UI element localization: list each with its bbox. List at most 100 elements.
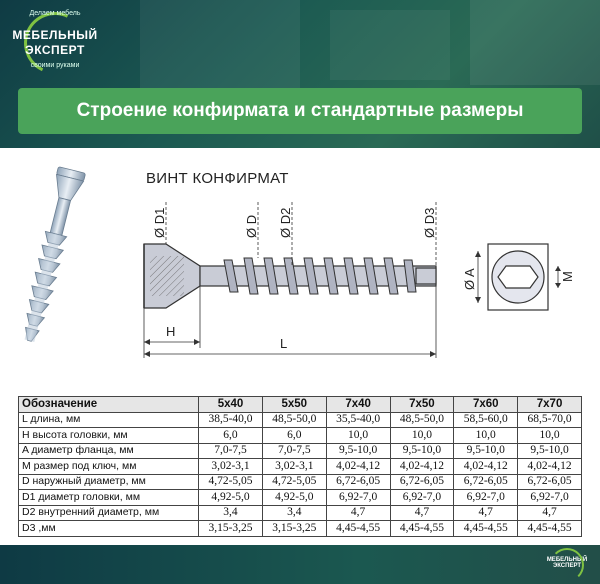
label-l: L xyxy=(280,336,287,351)
table-cell: 58,5-60,0 xyxy=(453,411,519,428)
table-cell: 6,72-6,05 xyxy=(453,473,519,490)
table-cell: 9,5-10,0 xyxy=(325,442,391,459)
leaf-icon xyxy=(550,548,584,582)
table-cell: 7,0-7,5 xyxy=(261,442,327,459)
table-cell: 48,5-50,0 xyxy=(389,411,455,428)
table-cell: 4,92-5,0 xyxy=(198,489,263,506)
label-d2: Ø D2 xyxy=(278,208,293,238)
label-h: H xyxy=(166,324,175,339)
table-cell: 35,5-40,0 xyxy=(325,411,391,428)
drawing-title: ВИНТ КОНФИРМАТ xyxy=(146,170,289,187)
table-cell: 4,72-5,05 xyxy=(198,473,263,490)
table-cell: 4,7 xyxy=(517,504,582,521)
logo-line-1: МЕБЕЛЬНЫЙ xyxy=(12,28,98,42)
table-cell: 6,0 xyxy=(261,427,327,444)
footer-bar: МЕБЕЛЬНЫЙ ЭКСПЕРТ xyxy=(0,545,600,584)
label-m: M xyxy=(560,271,575,282)
table-cell: 6,92-7,0 xyxy=(389,489,455,506)
column-header: 7x50 xyxy=(389,396,455,413)
table-cell: 10,0 xyxy=(325,427,391,444)
label-a: Ø A xyxy=(462,268,477,290)
table-cell: 4,7 xyxy=(389,504,455,521)
table-cell: 10,0 xyxy=(389,427,455,444)
footer-logo[interactable]: МЕБЕЛЬНЫЙ ЭКСПЕРТ xyxy=(542,548,592,582)
table-cell: 4,7 xyxy=(453,504,519,521)
logo-line-2: ЭКСПЕРТ xyxy=(25,43,85,57)
row-label: D3 ,мм xyxy=(17,520,200,537)
column-header: 5x50 xyxy=(261,396,327,413)
brand-logo[interactable]: Делаем мебель МЕБЕЛЬНЫЙ ЭКСПЕРТ своими р… xyxy=(10,3,100,86)
column-header: Обозначение xyxy=(17,396,200,413)
row-label: M размер под ключ, мм xyxy=(17,458,200,475)
header-banner: Делаем мебель МЕБЕЛЬНЫЙ ЭКСПЕРТ своими р… xyxy=(0,0,600,148)
table-cell: 9,5-10,0 xyxy=(389,442,455,459)
table-cell: 7,0-7,5 xyxy=(198,442,263,459)
table-cell: 6,72-6,05 xyxy=(325,473,391,490)
table-cell: 4,7 xyxy=(325,504,391,521)
column-header: 7x60 xyxy=(453,396,519,413)
column-header: 7x40 xyxy=(325,396,391,413)
row-label: L длина, мм xyxy=(17,411,200,428)
table-cell: 4,45-4,55 xyxy=(389,520,455,537)
table-cell: 6,72-6,05 xyxy=(389,473,455,490)
row-label: D1 диаметр головки, мм xyxy=(17,489,200,506)
page-title: Строение конфирмата и стандартные размер… xyxy=(18,88,582,134)
table-cell: 10,0 xyxy=(517,427,582,444)
background-decoration xyxy=(330,10,450,80)
table-cell: 9,5-10,0 xyxy=(453,442,519,459)
table-cell: 4,02-4,12 xyxy=(325,458,391,475)
table-cell: 3,15-3,25 xyxy=(198,520,263,537)
screw-photo xyxy=(24,166,86,342)
table-cell: 3,02-3,1 xyxy=(198,458,263,475)
table-cell: 6,72-6,05 xyxy=(517,473,582,490)
table-cell: 4,92-5,0 xyxy=(261,489,327,506)
row-label: A диаметр фланца, мм xyxy=(17,442,200,459)
table-cell: 68,5-70,0 xyxy=(517,411,582,428)
table-cell: 38,5-40,0 xyxy=(198,411,263,428)
column-header: 7x70 xyxy=(517,396,582,413)
table-cell: 6,92-7,0 xyxy=(325,489,391,506)
column-header: 5x40 xyxy=(198,396,263,413)
label-d1: Ø D1 xyxy=(152,208,167,238)
label-d3: Ø D3 xyxy=(422,208,437,238)
table-cell: 6,92-7,0 xyxy=(453,489,519,506)
row-label: H высота головки, мм xyxy=(17,427,200,444)
label-d: Ø D xyxy=(244,215,259,238)
table-cell: 4,45-4,55 xyxy=(325,520,391,537)
table-cell: 10,0 xyxy=(453,427,519,444)
table-cell: 4,02-4,12 xyxy=(517,458,582,475)
background-decoration xyxy=(140,0,300,90)
table-cell: 4,45-4,55 xyxy=(517,520,582,537)
table-cell: 3,15-3,25 xyxy=(261,520,327,537)
row-label: D2 внутренний диаметр, мм xyxy=(17,504,200,521)
row-label: D наружный диаметр, мм xyxy=(17,473,200,490)
table-cell: 9,5-10,0 xyxy=(517,442,582,459)
spec-table: Обозначение 5x40 5x50 7x40 7x50 7x60 7x7… xyxy=(17,396,582,537)
table-cell: 6,92-7,0 xyxy=(517,489,582,506)
table-cell: 3,4 xyxy=(198,504,263,521)
background-decoration xyxy=(470,0,600,85)
table-cell: 4,02-4,12 xyxy=(453,458,519,475)
screw-side-view xyxy=(143,202,437,358)
logo-tagline-top: Делаем мебель xyxy=(29,10,81,17)
table-cell: 3,02-3,1 xyxy=(261,458,327,475)
table-cell: 3,4 xyxy=(261,504,327,521)
table-cell: 6,0 xyxy=(198,427,263,444)
table-cell: 4,02-4,12 xyxy=(389,458,455,475)
confirmat-drawing: Ø D1 Ø D Ø D2 Ø D3 Ø A M H L xyxy=(24,166,586,362)
table-cell: 4,72-5,05 xyxy=(261,473,327,490)
table-cell: 48,5-50,0 xyxy=(261,411,327,428)
screw-end-view xyxy=(475,243,561,311)
table-cell: 4,45-4,55 xyxy=(453,520,519,537)
logo-tagline-bottom: своими руками xyxy=(30,62,80,69)
table-header-row: Обозначение 5x40 5x50 7x40 7x50 7x60 7x7… xyxy=(17,396,582,413)
